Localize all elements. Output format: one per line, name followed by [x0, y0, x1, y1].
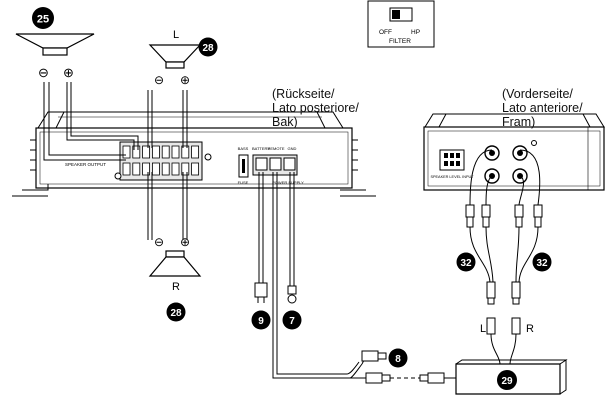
terminal-slot	[161, 162, 170, 176]
speaker-left-label: L	[173, 29, 179, 41]
front-caption-line-1: (Vorderseite/	[502, 87, 573, 101]
svg-text:32: 32	[536, 258, 548, 269]
svg-text:9: 9	[258, 316, 264, 327]
rear-caption-line-3: Bak)	[272, 115, 298, 129]
terminal-slot	[142, 162, 151, 176]
power-terminals: BATTERY REMOTE GND POWER SUPPLY	[252, 146, 304, 185]
speaker-right-label: R	[172, 281, 180, 293]
speaker-25-minus: ⊖	[38, 65, 49, 80]
gnd-label: GND	[288, 146, 297, 151]
callout-29: 29	[501, 376, 513, 387]
callout-9: 9	[251, 310, 271, 330]
rear-caption: (Rückseite/ Lato posteriore/ Bak)	[272, 87, 359, 129]
front-caption-line-3: Fram)	[502, 115, 536, 129]
fuse-label: FUSE	[238, 180, 249, 185]
svg-text:28: 28	[170, 308, 182, 319]
rca-left-label: L	[480, 323, 486, 335]
amplifier-front-panel: SPEAKER LEVEL INPUT	[423, 113, 605, 191]
svg-text:7: 7	[289, 316, 295, 327]
rear-caption-line-2: Lato posteriore/	[272, 101, 359, 115]
svg-text:32: 32	[460, 258, 472, 269]
speaker-right-plus: ⊕	[180, 235, 190, 249]
power-supply-label: POWER SUPPLY	[272, 180, 304, 185]
terminal-slot	[122, 145, 131, 159]
remote-label: REMOTE	[267, 146, 284, 151]
terminal-slot	[171, 145, 180, 159]
front-caption: (Vorderseite/ Lato anteriore/ Fram)	[502, 87, 583, 129]
terminal-slot	[122, 162, 131, 176]
svg-text:28: 28	[202, 43, 214, 54]
speaker-right: ⊖ ⊕ R	[148, 235, 202, 293]
speaker-level-input-label: SPEAKER LEVEL INPUT	[430, 175, 474, 179]
speaker-25: ⊖ ⊕	[15, 33, 95, 80]
speaker-right-minus: ⊖	[154, 235, 164, 249]
callout-28-top: 28	[198, 37, 218, 57]
rear-caption-line-1: (Rückseite/	[272, 87, 335, 101]
callout-28-bottom: 28	[166, 302, 186, 322]
filter-off-label: OFF	[379, 29, 392, 36]
fuse-holder: BASS FUSE	[238, 146, 249, 185]
callout-7: 7	[282, 310, 302, 330]
terminal-slot	[132, 145, 141, 159]
speaker-left: L ⊖ ⊕	[148, 29, 202, 87]
terminal-slot	[132, 162, 141, 176]
filter-switch-inset: OFF HP FILTER	[367, 0, 435, 48]
rca-cables	[465, 149, 543, 365]
speaker-wires	[43, 82, 188, 240]
speaker-left-minus: ⊖	[154, 73, 164, 87]
terminal-slot	[191, 162, 200, 176]
callout-25: 25	[32, 7, 54, 29]
svg-text:25: 25	[37, 14, 49, 26]
speaker-output-label: SPEAKER OUTPUT	[65, 162, 106, 167]
terminal-slot	[181, 145, 190, 159]
terminal-slot	[151, 145, 160, 159]
callout-32-left: 32	[456, 252, 476, 272]
head-unit-29: 29	[455, 359, 568, 395]
callout-32-right: 32	[532, 252, 552, 272]
terminal-slot	[161, 145, 170, 159]
rca-right-label: R	[526, 323, 534, 335]
svg-text:8: 8	[395, 354, 401, 365]
svg-text:BASS: BASS	[238, 146, 249, 151]
front-caption-line-2: Lato anteriore/	[502, 101, 583, 115]
callout-8: 8	[388, 348, 408, 368]
terminal-slot	[171, 162, 180, 176]
filter-hp-label: HP	[411, 29, 420, 36]
terminal-slot	[191, 145, 200, 159]
power-wires	[258, 172, 363, 379]
ring-terminal-7	[287, 285, 297, 304]
terminal-slot	[181, 162, 190, 176]
terminal-slot	[151, 162, 160, 176]
battery-label: BATTERY	[252, 146, 270, 151]
remote-cable-8	[350, 350, 460, 384]
terminal-slot	[142, 145, 151, 159]
speaker-left-plus: ⊕	[180, 73, 190, 87]
filter-title: FILTER	[389, 38, 411, 45]
speaker-25-plus: ⊕	[63, 65, 74, 80]
inline-fuse-9	[254, 282, 268, 303]
